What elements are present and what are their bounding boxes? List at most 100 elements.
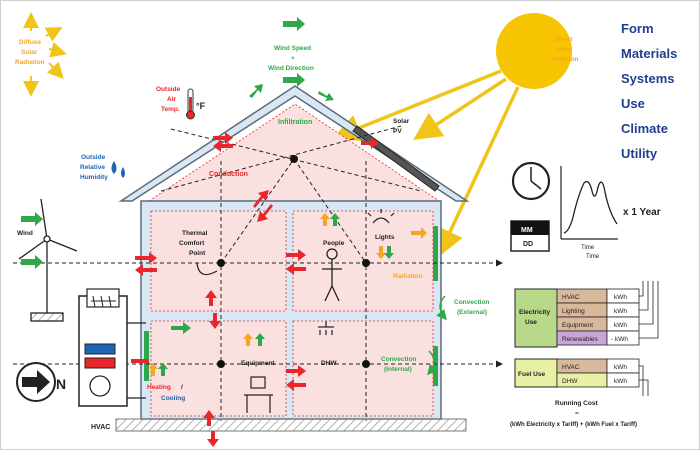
- room-lower-right: [292, 320, 434, 417]
- humidity-label-1: Outside: [81, 154, 106, 161]
- convection-int-label-1: Convection: [381, 356, 416, 363]
- wind-label: Wind: [17, 230, 33, 237]
- node-lower-left: [217, 360, 225, 368]
- node-upper-right: [362, 259, 370, 267]
- mm-label: MM: [521, 227, 533, 234]
- thermal-network-lines: [13, 125, 503, 421]
- one-year-label: x 1 Year: [623, 207, 661, 218]
- running-cost-eq: =: [575, 410, 579, 417]
- thermal-label-2: Comfort: [179, 240, 205, 247]
- thermal-label-1: Thermal: [182, 230, 207, 237]
- diffuse-arrows: [23, 12, 67, 97]
- radiation-label: Radiation: [393, 273, 423, 280]
- fuel-table: [514, 358, 640, 388]
- wind-speed-label: Wind Speed: [274, 45, 311, 52]
- fuel-row-name: DHW: [562, 378, 578, 385]
- node-roof: [290, 155, 298, 163]
- ground-slab: [115, 418, 467, 432]
- wind-arrow-top: [283, 17, 305, 31]
- direct-label-2: solar: [557, 46, 573, 53]
- factor-item: Climate: [621, 121, 668, 136]
- time-label-1: Time: [581, 245, 595, 251]
- conduction-label: Conduction: [209, 171, 248, 178]
- wind-turbine-icon: [18, 198, 78, 322]
- time-label-2: Time: [586, 254, 600, 260]
- electricity-title-1: Electricity: [519, 309, 550, 316]
- node-upper-left: [217, 259, 225, 267]
- heat-flow-arrows: [131, 132, 379, 447]
- north-label: N: [56, 376, 66, 392]
- convection-int-label-2: (Internal): [384, 366, 412, 373]
- direct-label-1: Direct: [554, 36, 573, 43]
- infiltration-label: Infiltration: [278, 119, 312, 126]
- shower-icon: [318, 321, 334, 335]
- electricity-title-2: Use: [525, 319, 537, 326]
- elec-row-name: Equipment: [562, 322, 593, 329]
- load-profile-graph: [560, 166, 618, 240]
- factor-item: Form: [621, 21, 654, 36]
- running-cost-formula: (kWh Electricity x Tariff) + (kWh Fuel x…: [510, 422, 637, 428]
- thermal-label-3: Point: [189, 250, 206, 257]
- elec-row-unit: kWh: [614, 294, 627, 301]
- humidity-label-2: Relative: [80, 164, 105, 171]
- factor-item: Materials: [621, 46, 678, 61]
- equipment-label: Equipment: [241, 360, 275, 367]
- electricity-table: [514, 288, 640, 348]
- window-right-upper: [433, 226, 438, 281]
- computer-icon: [244, 376, 273, 413]
- wind-plus-label: +: [291, 55, 295, 62]
- direct-label-3: radiation: [551, 56, 578, 63]
- factor-item: Utility: [621, 146, 658, 161]
- cooling-label: Cooling: [161, 395, 185, 402]
- diffuse-label-3: Radiation: [15, 59, 45, 66]
- hvac-unit-icon: [78, 288, 146, 407]
- temp-label-1: Outside: [156, 86, 181, 93]
- elec-row-unit: - kWh: [611, 336, 628, 343]
- fuel-row-name: HVAC: [562, 364, 580, 371]
- convection-int-curve: [427, 350, 438, 376]
- elec-row-unit: kWh: [614, 308, 627, 315]
- gain-arrows: [21, 84, 427, 376]
- sun-ray-wall: [437, 86, 520, 258]
- dhw-label: DHW: [321, 360, 337, 367]
- convection-ext-curve: [436, 295, 447, 321]
- dd-label: DD: [523, 241, 533, 248]
- humidity-label-3: Humidity: [80, 174, 108, 181]
- thermometer-icon: [186, 88, 195, 120]
- temp-label-2: Air: [167, 96, 177, 103]
- water-drops-icon: [111, 161, 125, 178]
- hvac-label: HVAC: [91, 424, 110, 431]
- deg-f-label: °F: [196, 101, 206, 111]
- person-icon: [322, 248, 342, 302]
- wind-direction-label: Wind Direction: [268, 65, 314, 72]
- factor-list: Form Materials Systems Use Climate Utili…: [621, 16, 696, 166]
- temp-label-3: Temp.: [161, 106, 180, 113]
- roof-outline: [118, 85, 470, 202]
- node-lower-right: [362, 360, 370, 368]
- fuel-title: Fuel Use: [518, 371, 545, 378]
- elec-row-name: HVAC: [562, 294, 580, 301]
- table-connectors: [639, 281, 659, 396]
- running-cost-title: Running Cost: [555, 400, 598, 407]
- elec-row-name: Lighting: [562, 308, 585, 315]
- convection-ext-label-1: Convection: [454, 299, 489, 306]
- sun-ray-pv: [413, 77, 507, 140]
- solar-label: Solar: [393, 118, 410, 125]
- calendar-icon: [510, 220, 550, 252]
- heating-label: Heating: [147, 384, 171, 391]
- factor-item: Systems: [621, 71, 675, 86]
- north-arrow-icon: [16, 362, 56, 402]
- elec-row-unit: kWh: [614, 322, 627, 329]
- thermal-comfort-curve: [196, 262, 218, 276]
- diffuse-label-1: Diffuse: [19, 39, 41, 46]
- sun-ray-roof: [332, 69, 502, 142]
- window-left-lower: [144, 331, 149, 381]
- elec-row-name: Renewables: [562, 336, 599, 343]
- sun-icon: [496, 13, 572, 89]
- convection-ext-label-2: (External): [457, 309, 487, 316]
- fuel-row-unit: kWh: [614, 378, 627, 385]
- people-label: People: [323, 240, 345, 247]
- slash-label: /: [181, 384, 183, 391]
